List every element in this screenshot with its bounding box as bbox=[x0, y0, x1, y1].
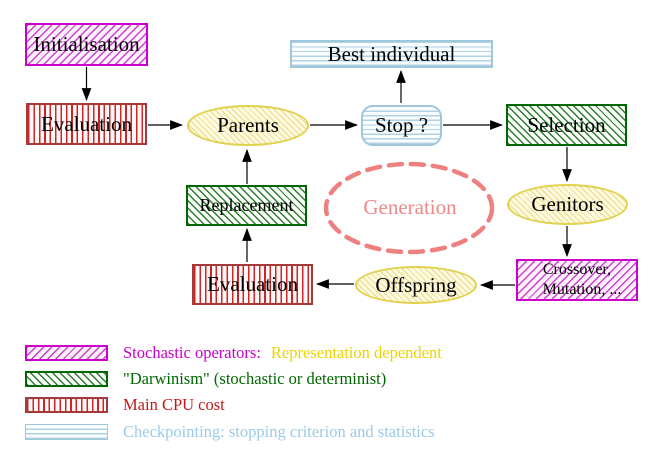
node-initialisation: Initialisation bbox=[25, 23, 148, 66]
node-replacement-label: Replacement bbox=[199, 195, 294, 215]
node-replacement: Replacement bbox=[186, 185, 307, 226]
node-evaluation-bottom: Evaluation bbox=[192, 264, 313, 305]
node-genitors-label: Genitors bbox=[531, 192, 604, 216]
node-selection: Selection bbox=[506, 104, 627, 146]
node-best-individual-label: Best individual bbox=[327, 41, 456, 66]
node-evaluation-top: Evaluation bbox=[26, 103, 147, 145]
node-offspring-label: Offspring bbox=[375, 272, 457, 297]
legend-swatch-red-stripes bbox=[25, 397, 108, 413]
generation-label: Generation bbox=[363, 195, 457, 219]
node-initialisation-label: Initialisation bbox=[33, 32, 140, 56]
legend-swatch-blue-stripes bbox=[25, 424, 108, 440]
legend-row-checkpointing: Checkpointing: stopping criterion and st… bbox=[25, 422, 435, 441]
legend-label-darwinism: "Darwinism" (stochastic or determinist) bbox=[123, 369, 387, 388]
legend-row-darwinism: "Darwinism" (stochastic or determinist) bbox=[25, 369, 387, 388]
legend-row-stochastic-operators: Stochastic operators: Representation dep… bbox=[25, 343, 442, 362]
node-parents: Parents bbox=[187, 105, 309, 146]
node-genitors: Genitors bbox=[507, 184, 628, 225]
node-evaluation-top-label: Evaluation bbox=[41, 111, 132, 136]
legend-label-stochastic-operators: Stochastic operators: bbox=[123, 343, 261, 362]
legend-row-main-cpu-cost: Main CPU cost bbox=[25, 395, 225, 414]
crossover-label-line1: Crossover, bbox=[542, 261, 612, 279]
legend-label-main-cpu-cost: Main CPU cost bbox=[123, 395, 225, 414]
crossover-label-line2: Mutation, ... bbox=[542, 281, 622, 298]
node-best-individual: Best individual bbox=[290, 40, 493, 68]
node-stop: Stop ? bbox=[361, 105, 442, 146]
node-offspring: Offspring bbox=[355, 266, 477, 304]
legend-swatch-green-hatch bbox=[25, 371, 108, 387]
node-parents-label: Parents bbox=[217, 113, 279, 137]
legend-swatch-magenta-hatch bbox=[25, 345, 108, 361]
node-evaluation-bottom-label: Evaluation bbox=[207, 272, 298, 296]
node-stop-label: Stop ? bbox=[374, 113, 429, 137]
node-selection-label: Selection bbox=[527, 112, 606, 137]
legend-label-checkpointing: Checkpointing: stopping criterion and st… bbox=[123, 422, 435, 441]
node-crossover-mutation: Crossover, Mutation, ... bbox=[516, 259, 638, 301]
legend-label-representation-dependent: Representation dependent bbox=[270, 343, 442, 362]
